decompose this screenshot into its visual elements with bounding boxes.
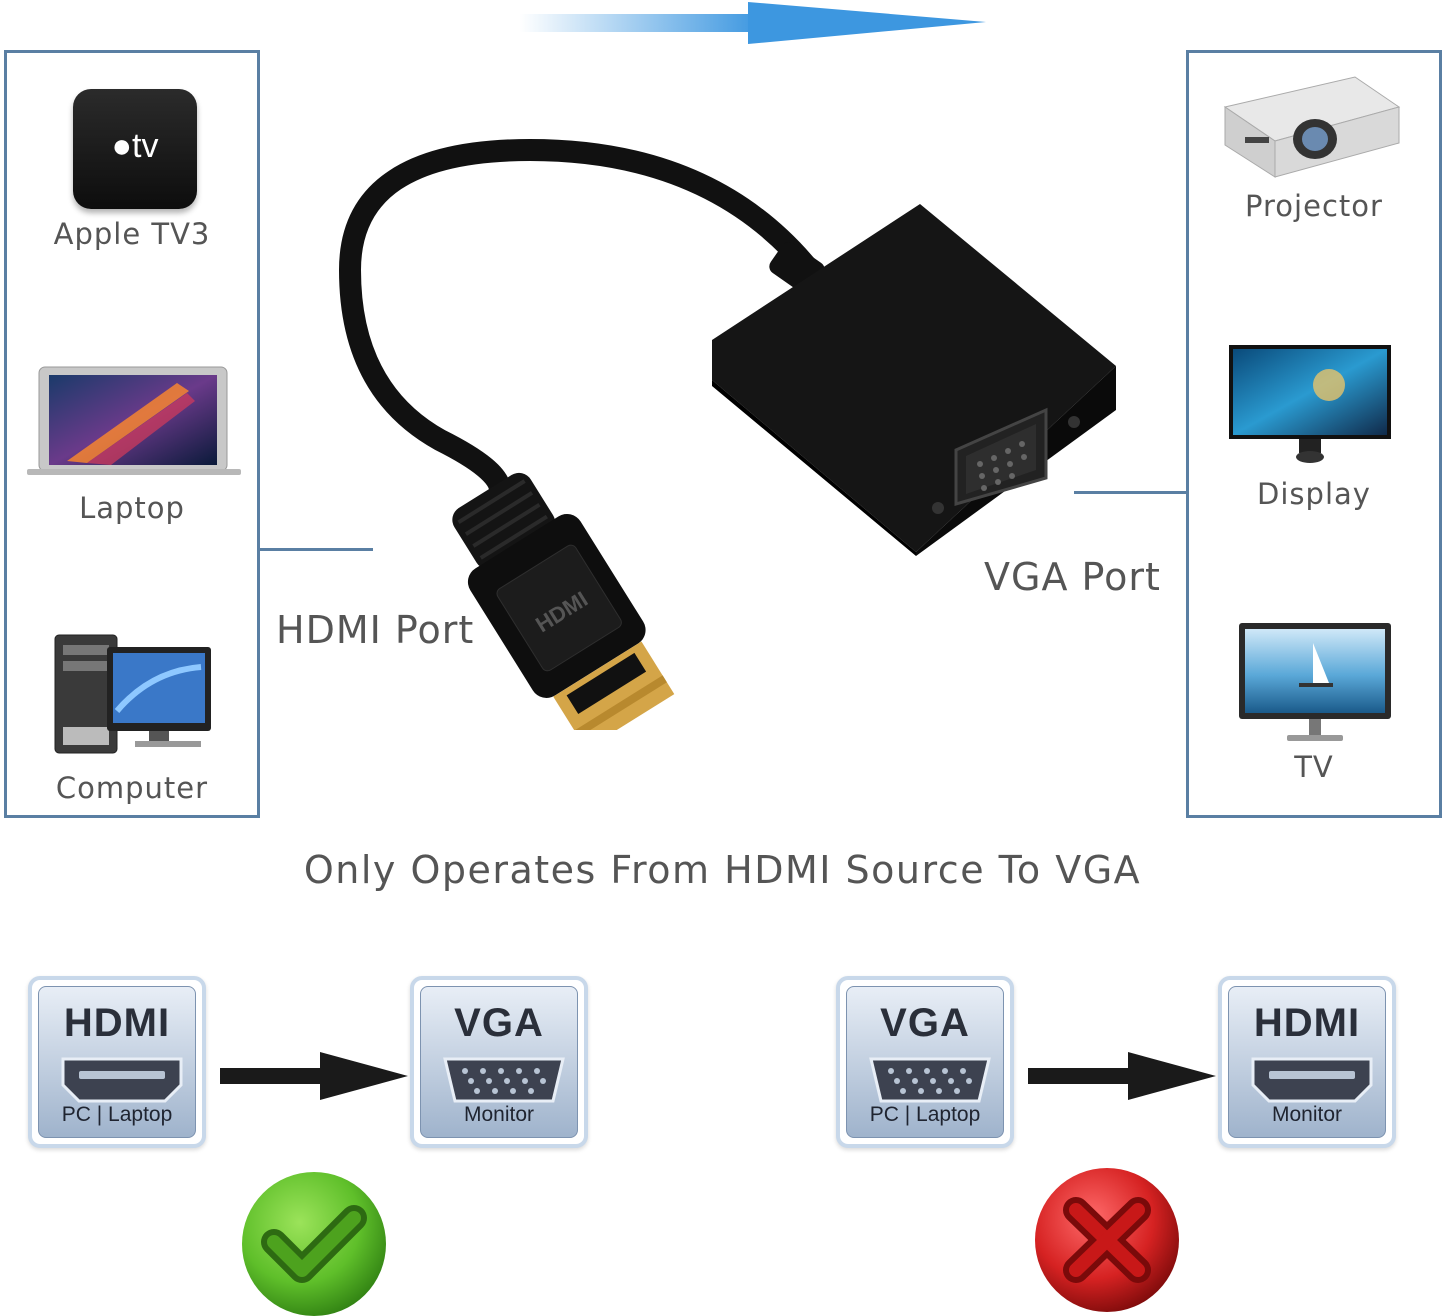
display-label-tv: TV bbox=[1294, 750, 1334, 784]
apple-tv-logo-text: tv bbox=[132, 127, 159, 165]
tile-subtitle: Monitor bbox=[463, 1103, 535, 1126]
vga-port-label: VGA Port bbox=[984, 555, 1161, 599]
checkmark-icon bbox=[242, 1172, 386, 1316]
tile-title: VGA bbox=[880, 1001, 970, 1045]
tile-subtitle: Monitor bbox=[1271, 1103, 1343, 1126]
displays-panel: Projector Display TV bbox=[1186, 50, 1442, 818]
display-label-projector: Projector bbox=[1245, 189, 1383, 223]
vga-port-icon bbox=[443, 1057, 565, 1103]
tile-title: VGA bbox=[454, 1001, 544, 1045]
hdmi-port-icon bbox=[1251, 1057, 1373, 1103]
sources-panel: ●tv Apple TV3 Laptop Computer bbox=[4, 50, 260, 818]
vga-port-icon bbox=[869, 1057, 991, 1103]
source-label-computer: Computer bbox=[55, 771, 209, 805]
tv-icon bbox=[1239, 623, 1391, 741]
source-label-laptop: Laptop bbox=[79, 491, 185, 525]
tile-title: HDMI bbox=[63, 1001, 171, 1045]
apple-logo-icon: ● bbox=[111, 127, 133, 165]
source-label-apple-tv: Apple TV3 bbox=[53, 217, 211, 251]
tile-title: HDMI bbox=[1253, 1001, 1361, 1045]
arrow-right-icon bbox=[1028, 1052, 1216, 1100]
hdmi-to-vga-adapter: HDMI bbox=[338, 138, 1116, 730]
hdmi-connector-line bbox=[259, 548, 373, 551]
hdmi-port-label: HDMI Port bbox=[276, 608, 475, 652]
tile-subtitle: PC | Laptop bbox=[61, 1103, 173, 1126]
display-label-display: Display bbox=[1257, 477, 1371, 511]
tile-hdmi-source: HDMI PC | Laptop bbox=[28, 976, 206, 1148]
projector-icon bbox=[1223, 76, 1401, 178]
arrow-right-icon bbox=[220, 1052, 408, 1100]
laptop-icon bbox=[27, 366, 241, 475]
direction-arrow bbox=[520, 2, 986, 44]
tile-subtitle: PC | Laptop bbox=[869, 1103, 981, 1126]
compatibility-caption: Only Operates From HDMI Source To VGA bbox=[303, 848, 1142, 892]
hdmi-port-icon bbox=[61, 1057, 183, 1103]
computer-icon bbox=[54, 634, 211, 754]
tile-vga-source: VGA PC | Laptop bbox=[836, 976, 1014, 1148]
vga-connector-line bbox=[1074, 491, 1187, 494]
display-monitor-icon bbox=[1229, 345, 1391, 463]
cross-icon bbox=[1035, 1168, 1179, 1312]
apple-tv-icon: ●tv bbox=[73, 89, 197, 209]
tile-hdmi-target: HDMI Monitor bbox=[1218, 976, 1396, 1148]
tile-vga-target: VGA Monitor bbox=[410, 976, 588, 1148]
